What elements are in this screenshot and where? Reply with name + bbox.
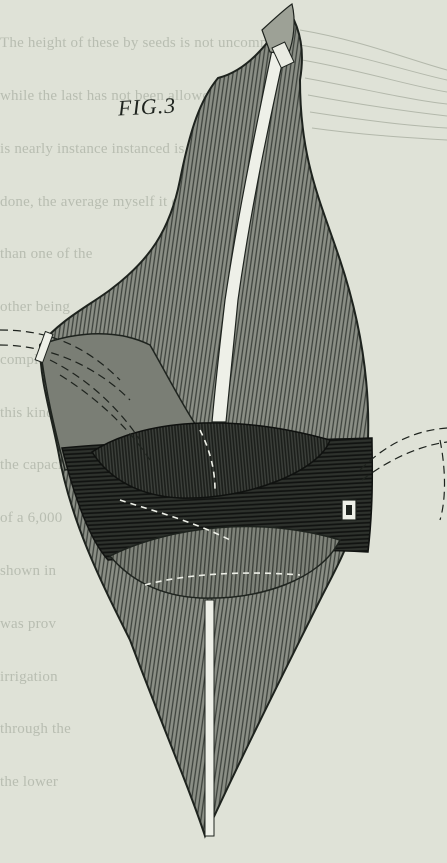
lower-incision [205, 600, 214, 836]
right-marker-inner [346, 505, 352, 515]
right-dashed-lines [360, 428, 447, 520]
background-hatch-lines [300, 30, 447, 140]
figure-label: FIG.3 [117, 92, 176, 121]
